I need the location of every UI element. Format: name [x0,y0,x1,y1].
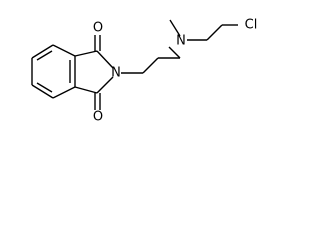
atom-label-nitrogen-imide: N [111,66,121,81]
bond-n-methyl [169,19,181,37]
bond-ring-inner-2 [36,82,53,93]
bond-carbonyl-bottom-c6 [74,86,98,94]
bond-ring-inner-1 [36,50,53,61]
amine-substituents [169,19,238,41]
bond-n-carbonyl-bottom [96,76,114,94]
bond-ring-c5-c6 [52,86,76,99]
bond-ring-c2-c3 [31,44,54,59]
chemical-structure-diagram: O O N N Cl [31,18,258,125]
atom-label-oxygen-top: O [93,21,103,36]
bond-ring-c4-c5 [31,84,54,99]
bond-ethyl-c1-c2 [206,24,223,41]
imide-ring [74,50,114,94]
atom-label-oxygen-bottom: O [93,110,103,125]
benzene-ring [31,44,76,99]
bond-c1-c2 [142,57,159,74]
bond-c1-carbonyl-top [74,50,98,57]
propyl-chain [121,46,181,74]
bond-ring-c1-c2 [52,44,76,57]
atom-label-nitrogen-amine: N [176,34,186,49]
bond-carbonyl-top-n [96,50,114,69]
atom-label-chlorine: Cl [245,18,258,33]
carbonyl-top [94,35,101,52]
bond-c3-n-amine [168,46,181,59]
carbonyl-bottom [94,93,101,110]
